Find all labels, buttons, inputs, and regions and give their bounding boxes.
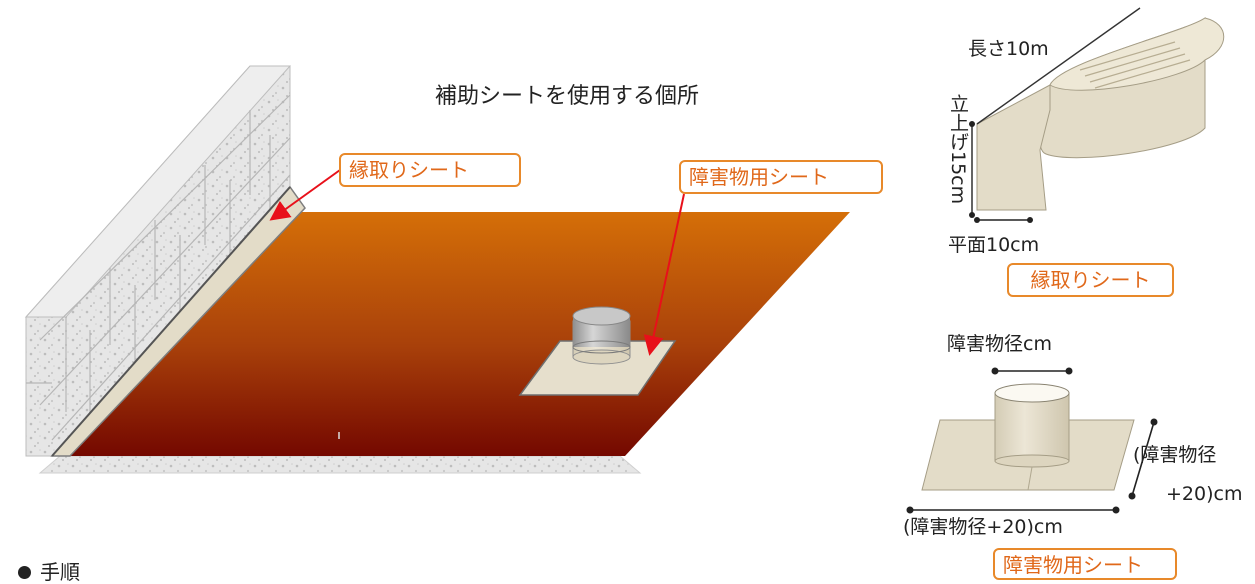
- obstacle-sheet-arrow: [643, 193, 685, 356]
- plane-dimension-label: 平面10cm: [948, 234, 1040, 256]
- page-title: 補助シートを使用する個所: [435, 84, 700, 109]
- length-dimension-label: 長さ10m: [968, 38, 1049, 60]
- edge-sheet-arrow: [269, 169, 341, 221]
- edge-sheet-detail: [969, 7, 1225, 223]
- steps-heading: 手順: [40, 560, 80, 584]
- edge-sheet-side-label: 縁取りシート: [1007, 263, 1174, 297]
- edge-sheet-label: 縁取りシート: [339, 153, 521, 187]
- ground-slab: [38, 455, 642, 474]
- obstacle-bottom-dimension-label: (障害物径+20)cm: [903, 516, 1063, 538]
- obstacle-side-dimension-line2: +20)cm: [1166, 483, 1243, 505]
- bullet-icon: [18, 566, 31, 579]
- pipe-obstacle: [572, 306, 631, 365]
- obstacle-side-dimension-line1: (障害物径: [1133, 444, 1217, 466]
- floor-surface: [70, 212, 850, 456]
- obstacle-diameter-label: 障害物径cm: [947, 333, 1052, 355]
- obstacle-sheet-side-label: 障害物用シート: [993, 548, 1177, 580]
- obstacle-sheet-label: 障害物用シート: [679, 160, 883, 194]
- block-wall: [24, 65, 292, 457]
- obstacle-sheet-detail: [906, 367, 1158, 514]
- rise-dimension-label: 立上げ15cm: [947, 94, 969, 205]
- obstacle-sheet-floor: [518, 340, 677, 396]
